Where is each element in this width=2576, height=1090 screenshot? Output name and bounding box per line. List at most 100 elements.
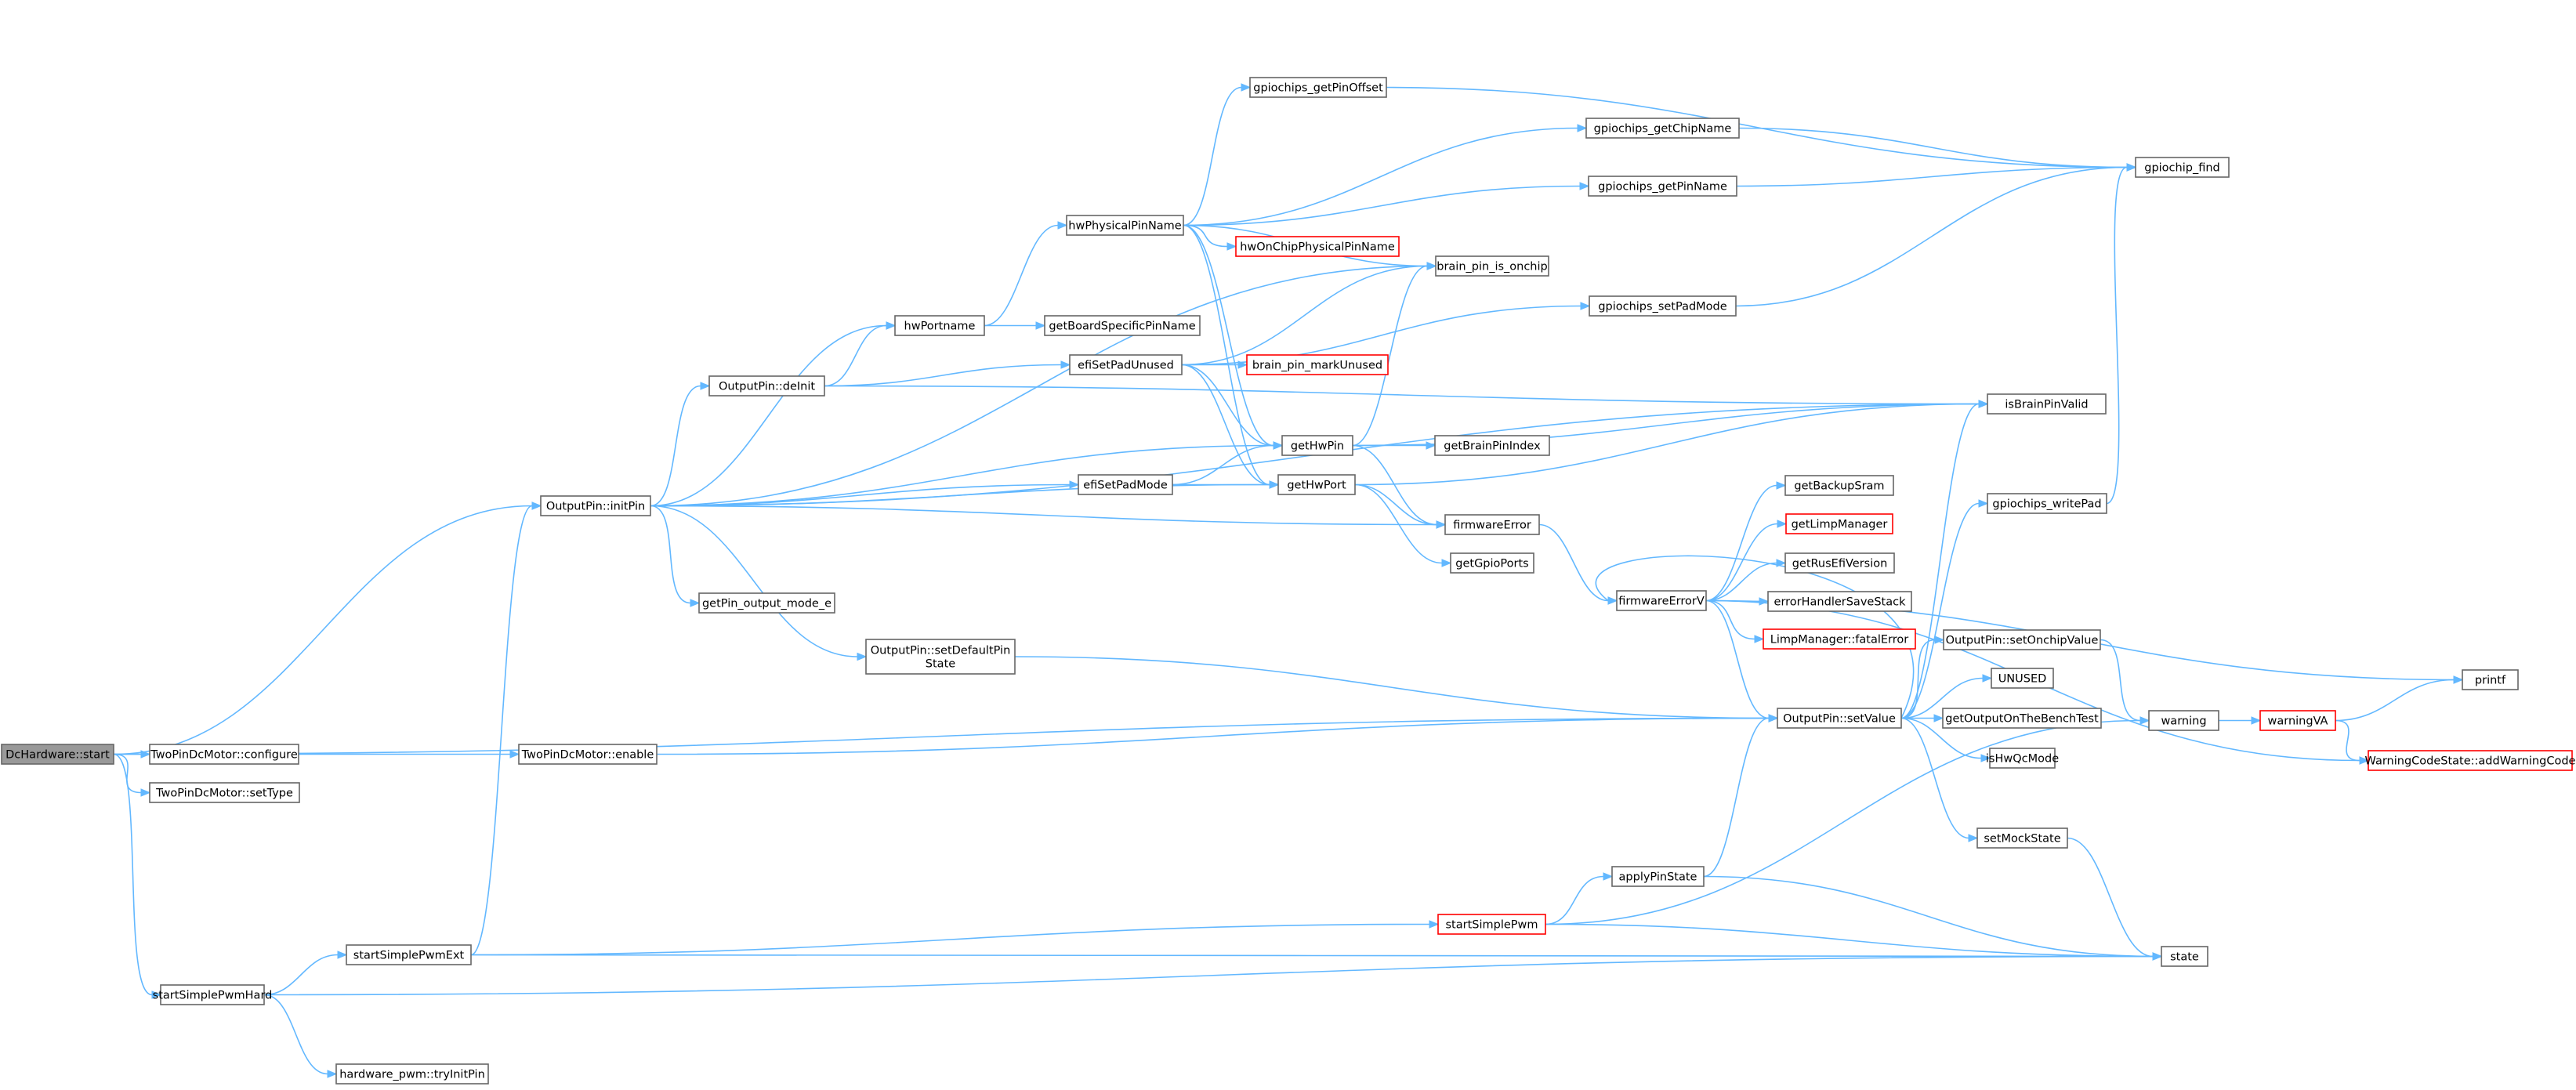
node-unused[interactable]: UNUSED (1991, 668, 2054, 689)
node-start[interactable]: DcHardware::start (1, 744, 114, 765)
node-spwmhard[interactable]: startSimplePwmHard (153, 984, 273, 1005)
node-tryinit[interactable]: hardware_pwm::tryInitPin (335, 1063, 489, 1085)
node-label: brain_pin_markUnused (1252, 360, 1382, 372)
node-deinit[interactable]: OutputPin::deInit (708, 375, 825, 397)
edge-arrowhead (1768, 714, 1779, 722)
node-getpinname[interactable]: gpiochips_getPinName (1588, 176, 1737, 197)
edge-line (1354, 483, 1443, 564)
node-box (1044, 315, 1201, 336)
node-fwerror[interactable]: firmwareError (1444, 514, 1540, 535)
edge-spwmext-to-initpin (470, 502, 542, 956)
node-efisetpadunused[interactable]: efiSetPadUnused (1069, 354, 1183, 375)
node-writepad[interactable]: gpiochips_writePad (1987, 493, 2107, 514)
node-getbench[interactable]: getOutputOnTheBenchTest (1942, 708, 2102, 729)
node-markunused[interactable]: brain_pin_markUnused (1246, 354, 1389, 375)
edge-line (2100, 639, 2141, 722)
node-spwm[interactable]: startSimplePwm (1437, 914, 1546, 935)
node-label: OutputPin::deInit (719, 381, 815, 393)
edge-arrowhead (1980, 754, 1991, 762)
node-warning[interactable]: warning (2148, 710, 2219, 731)
node-addwarn[interactable]: WarningCodeState::addWarningCode (2365, 750, 2576, 771)
node-warningva[interactable]: warningVA (2259, 710, 2336, 731)
node-fatalerr[interactable]: LimpManager::fatalError (1763, 628, 1916, 650)
node-hwonchip[interactable]: hwOnChipPhysicalPinName (1235, 236, 1400, 257)
node-fwerrorv[interactable]: firmwareErrorV (1616, 590, 1707, 611)
node-getpinmode[interactable]: getPin_output_mode_e (698, 592, 835, 614)
node-efisetpadmode[interactable]: efiSetPadMode (1078, 474, 1173, 495)
edge-efisetpadunused-to-isonchip (1181, 262, 1437, 366)
node-setvalue[interactable]: OutputPin::setValue (1777, 708, 1902, 729)
edge-arrowhead (1934, 636, 1945, 644)
edge-hwphys-to-hwonchip (1183, 224, 1237, 251)
node-box (1611, 866, 1705, 887)
edge-line (2067, 837, 2154, 958)
edge-fwerror-to-fwerrorv (1538, 523, 1618, 605)
node-hwportname[interactable]: hwPortname (894, 315, 985, 336)
edge-spwmhard-to-state (263, 952, 2163, 996)
node-initpin[interactable]: OutputPin::initPin (540, 495, 651, 516)
node-label: OutputPin::setDefaultPin (871, 645, 1011, 657)
node-label: errorHandlerSaveStack (1774, 596, 1907, 609)
node-box (1777, 708, 1902, 729)
node-box (1069, 354, 1183, 375)
node-box (149, 744, 299, 765)
node-getpinoffset[interactable]: gpiochips_getPinOffset (1249, 77, 1387, 98)
edge-line (1014, 656, 1770, 719)
node-getchipname[interactable]: gpiochips_getChipName (1585, 118, 1740, 139)
node-getlimp[interactable]: getLimpManager (1785, 513, 1893, 534)
edge-line (1183, 224, 1228, 248)
edge-arrowhead (151, 990, 162, 999)
node-box (1989, 748, 2056, 769)
node-getboardspec[interactable]: getBoardSpecificPinName (1044, 315, 1201, 336)
node-box (2161, 946, 2208, 967)
edge-efisetpadmode-to-gethwpin (1172, 441, 1284, 486)
edge-initpin-to-getpinmode (650, 505, 701, 607)
edge-line (1183, 224, 1270, 486)
node-label: isHwQcMode (1986, 753, 2059, 766)
node-label: OutputPin::setValue (1783, 713, 1896, 726)
node-setmock[interactable]: setMockState (1976, 827, 2068, 849)
node-ishwqc[interactable]: isHwQcMode (1986, 748, 2059, 769)
node-box (2259, 710, 2336, 731)
node-label: hardware_pwm::tryInitPin (339, 1069, 485, 1081)
node-setpadmode[interactable]: gpiochips_setPadMode (1589, 295, 1737, 317)
node-configure[interactable]: TwoPinDcMotor::configure (149, 744, 299, 765)
edge-line (650, 505, 858, 657)
edge-efisetpadmode-to-gethwport (1172, 480, 1280, 489)
edge-line (650, 265, 1428, 507)
node-box (1942, 708, 2102, 729)
node-printf[interactable]: printf (2462, 669, 2519, 690)
edge-line (1172, 444, 1274, 486)
node-getbackup[interactable]: getBackupSram (1784, 475, 1894, 496)
node-label: startSimplePwm (1445, 919, 1538, 932)
node-label: efiSetPadUnused (1078, 360, 1174, 372)
node-isbrainvalid[interactable]: isBrainPinValid (1987, 393, 2107, 415)
node-gethwpin[interactable]: getHwPin (1281, 435, 1353, 456)
edge-line (1386, 86, 2128, 168)
node-getbrainidx[interactable]: getBrainPinIndex (1434, 435, 1550, 456)
node-label: hwOnChipPhysicalPinName (1240, 241, 1395, 254)
node-isonchip[interactable]: brain_pin_is_onchip (1435, 255, 1549, 277)
edge-line (2106, 166, 2128, 505)
node-state[interactable]: state (2161, 946, 2208, 967)
node-gpiochipfind[interactable]: gpiochip_find (2135, 157, 2230, 178)
node-spwmext[interactable]: startSimplePwmExt (346, 944, 472, 965)
edge-spwmhard-to-spwmext (263, 951, 348, 996)
node-enable[interactable]: TwoPinDcMotor::enable (518, 744, 658, 765)
node-label: OutputPin::initPin (546, 501, 645, 513)
node-applypin[interactable]: applyPinState (1611, 866, 1705, 887)
node-label: hwPortname (904, 320, 976, 333)
node-hwphys[interactable]: hwPhysicalPinName (1066, 215, 1184, 236)
node-gethwport[interactable]: getHwPort (1277, 474, 1356, 495)
node-errsavestack[interactable]: errorHandlerSaveStack (1767, 591, 1912, 612)
edge-arrowhead (1441, 559, 1452, 567)
node-box (1078, 474, 1173, 495)
node-setonchip[interactable]: OutputPin::setOnchipValue (1943, 629, 2101, 650)
node-settype[interactable]: TwoPinDcMotor::setType (149, 782, 300, 803)
node-label: gpiochips_setPadMode (1598, 301, 1726, 313)
node-getgpioports[interactable]: getGpioPorts (1450, 552, 1534, 574)
node-getrusefi[interactable]: getRusEfiVersion (1784, 552, 1895, 574)
edge-spwmext-to-spwm (470, 920, 1440, 956)
edge-line (1181, 364, 1274, 447)
